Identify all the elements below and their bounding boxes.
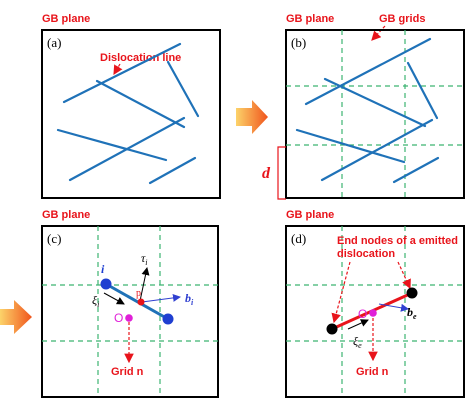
- node-i-label: i: [101, 262, 105, 276]
- panel-label-c: (c): [47, 231, 61, 246]
- panel-c: GB plane (c) i ξi τi bi p O Grid n: [41, 209, 219, 398]
- point-p-marker: [137, 298, 145, 306]
- dislocation-node-i: [100, 278, 112, 290]
- dislocation-line: [295, 128, 406, 164]
- burgers-vector-arrow-d: [378, 303, 409, 312]
- xi-symbol-c: ξi: [92, 293, 99, 309]
- grid-n-label-d: Grid n: [356, 366, 389, 378]
- grid-origin-marker-d: [369, 309, 377, 317]
- gb-plane-title-d: GB plane: [286, 209, 334, 221]
- xi-tangent-arrow: [103, 292, 125, 305]
- gb-plane-title-c: GB plane: [42, 209, 90, 221]
- gb-grids-pointer-arrow: [371, 25, 386, 41]
- dislocation-lines-a: [56, 42, 200, 185]
- step-arrow-ab: [236, 100, 268, 134]
- end-nodes-label-line2: dislocation: [337, 248, 395, 260]
- emitted-end-node-left: [326, 323, 338, 335]
- dislocation-node-end: [162, 313, 174, 325]
- panel-label-b: (b): [291, 35, 306, 50]
- dislocation-line: [56, 128, 168, 162]
- panel-label-d: (d): [291, 231, 306, 246]
- end-node-pointer-right: [397, 261, 411, 290]
- gb-plane-frame-b: [285, 29, 465, 199]
- emitted-end-node-right: [406, 287, 418, 299]
- burgers-vector-label-d: be: [407, 305, 417, 321]
- grid-n-label-c: Grid n: [111, 366, 144, 378]
- end-nodes-label-line1: End nodes of a emitted: [337, 235, 458, 247]
- burgers-vector-arrow-c: [141, 293, 181, 303]
- dislocation-segment-c: [105, 282, 169, 321]
- dislocation-line: [62, 42, 182, 104]
- burgers-vector-label-c: bi: [185, 291, 194, 307]
- dislocation-lines-b: [295, 37, 440, 184]
- panel-label-a: (a): [47, 35, 61, 50]
- gb-grid-lines-c: [42, 226, 218, 397]
- dislocation-line: [68, 116, 186, 182]
- gb-grid-lines-b: [286, 30, 464, 198]
- dislocation-line: [406, 61, 439, 120]
- dislocation-pointer-arrow: [113, 63, 123, 76]
- step-arrow-c: [0, 300, 32, 334]
- gb-grids-label: GB grids: [379, 13, 425, 25]
- grid-spacing-d-label: d: [262, 165, 271, 182]
- tau-symbol-c: τi: [141, 251, 148, 267]
- point-p-label: p: [136, 288, 141, 299]
- dislocation-line: [304, 37, 432, 106]
- panel-a: GB plane (a) Dislocation line: [41, 13, 221, 199]
- dislocation-line: [148, 156, 197, 185]
- gb-plane-title-a: GB plane: [42, 13, 90, 25]
- gb-plane-frame-c: [41, 225, 219, 398]
- origin-label-c: O: [114, 311, 123, 325]
- dislocation-line-label: Dislocation line: [100, 52, 181, 64]
- spacing-bracket: [277, 146, 286, 200]
- gb-plane-frame-a: [41, 29, 221, 199]
- origin-label-d: O: [358, 307, 367, 321]
- xi-tangent-arrow-d: [347, 319, 369, 330]
- dislocation-line: [320, 118, 434, 182]
- panel-b: GB plane GB grids (b) d: [262, 13, 465, 200]
- grid-origin-marker-c: [125, 314, 133, 322]
- gb-plane-title-b: GB plane: [286, 13, 334, 25]
- xi-symbol-d: ξe: [353, 334, 362, 350]
- end-node-pointer-left: [331, 261, 351, 324]
- gb-plane-frame-d: [285, 225, 465, 398]
- dislocation-line: [323, 77, 427, 128]
- panel-d: GB plane (d) End nodes of a emitted disl…: [285, 209, 465, 398]
- dislocation-line: [95, 79, 186, 129]
- dislocation-line: [392, 156, 440, 184]
- dislocation-line: [166, 60, 200, 118]
- tau-stress-arrow: [139, 267, 150, 302]
